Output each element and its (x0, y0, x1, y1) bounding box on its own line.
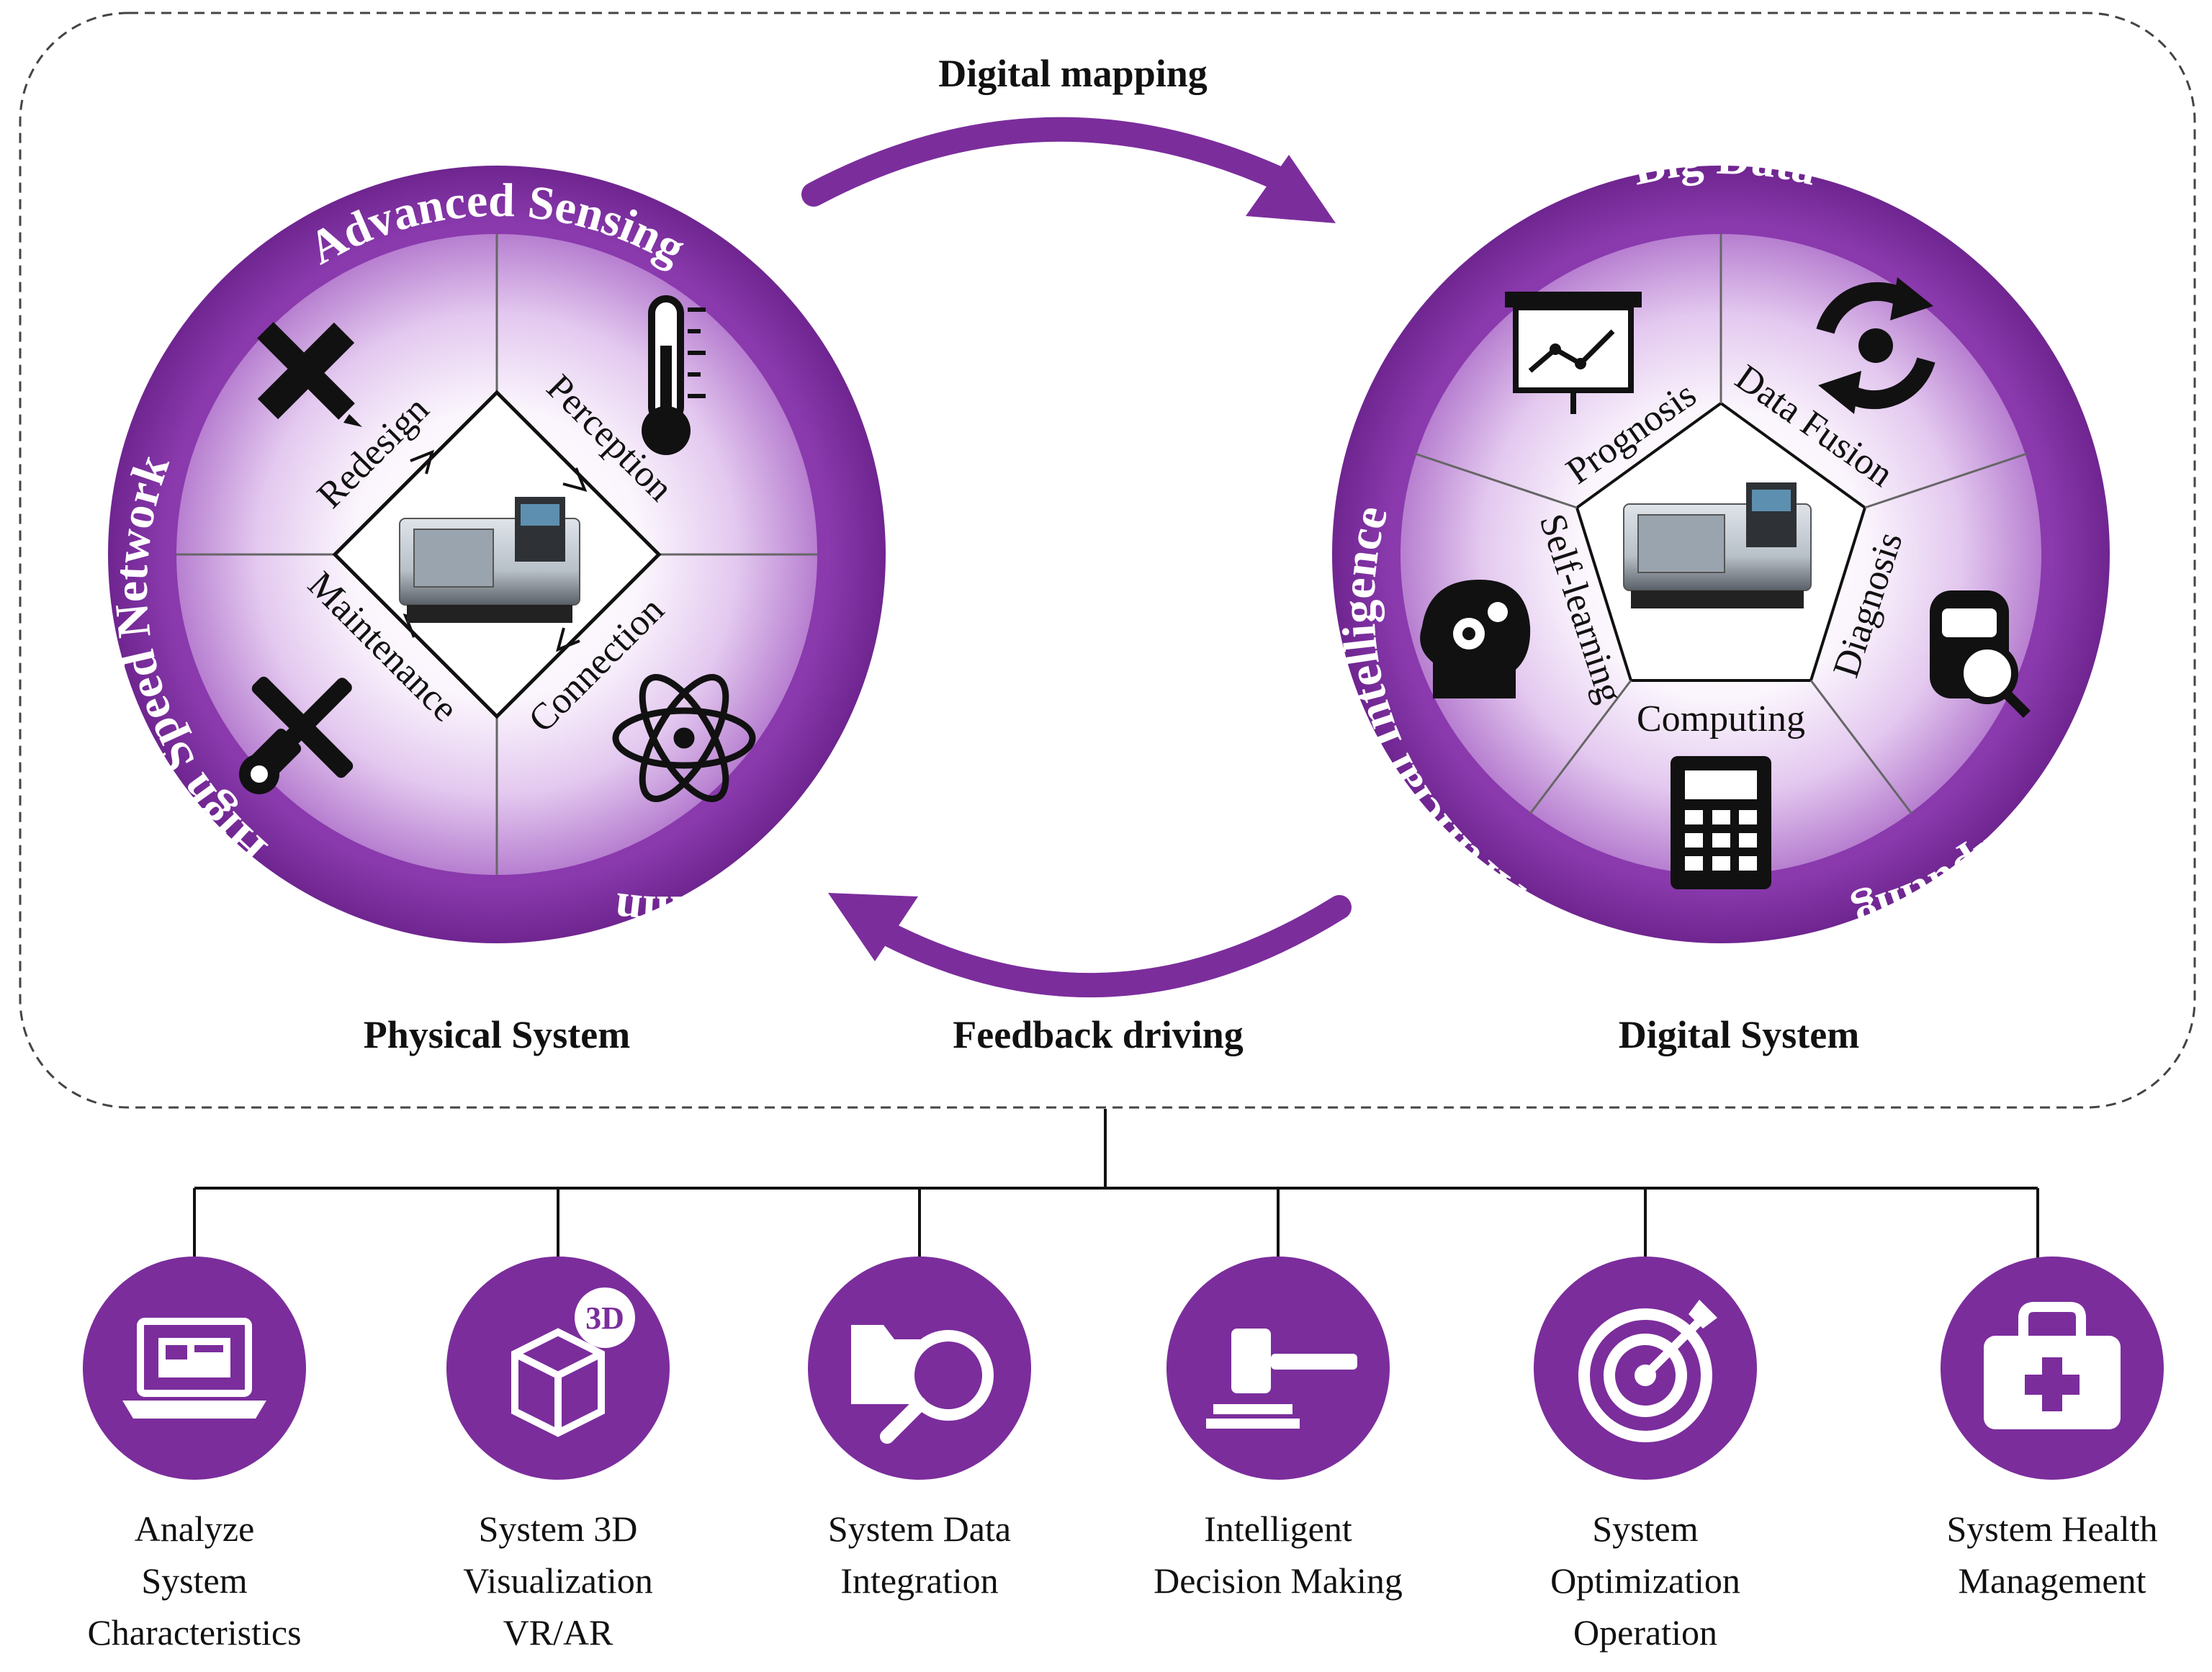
application-label-line: Management (1958, 1560, 2146, 1601)
3d-badge-text: 3D (585, 1300, 624, 1336)
wrench-screwdriver-icon (239, 676, 354, 794)
application-circle (446, 1257, 670, 1480)
feedback-driving-arrow (828, 893, 1352, 998)
application-label-line: Intelligent (1204, 1509, 1352, 1549)
digital-system-title: Digital System (1619, 1013, 1859, 1056)
application-label-line: Visualization (463, 1560, 653, 1601)
application-label-line: Decision Making (1154, 1560, 1403, 1601)
application-label-line: Optimization (1550, 1560, 1740, 1601)
application-label-line: Analyze (135, 1509, 255, 1549)
cube-3d-icon: 3D (511, 1287, 635, 1437)
application-label-line: VR/AR (503, 1612, 613, 1653)
application-label-line: System (141, 1560, 247, 1601)
feedback-driving-label: Feedback driving (953, 1013, 1244, 1056)
system-border (19, 12, 2196, 1109)
thermometer-icon (642, 295, 706, 455)
sector-label-computing: Computing (1637, 698, 1805, 740)
brain-gears-icon (1420, 580, 1531, 698)
fusion-cycle-icon (1816, 277, 1936, 414)
ruler-pencil-icon (257, 322, 362, 427)
application-label-line: System (1592, 1509, 1698, 1549)
application-label-line: Characteristics (87, 1612, 301, 1653)
digital-mapping-arrow (801, 117, 1336, 223)
physical-system-title: Physical System (364, 1013, 631, 1056)
atom-icon (612, 674, 756, 802)
application-label-line: System Health (1946, 1509, 2157, 1549)
gavel-icon (1206, 1329, 1357, 1429)
folder-search-icon (851, 1325, 994, 1444)
cnc-machine-image (399, 497, 580, 623)
calculator-icon (1671, 756, 1771, 889)
application-label-line: System 3D (479, 1509, 638, 1549)
laptop-machine-icon (122, 1318, 266, 1419)
application-tree (193, 1109, 2039, 1321)
cnc-machine-image (1623, 482, 1812, 608)
digital-mapping-label: Digital mapping (938, 52, 1208, 95)
presentation-chart-icon (1505, 292, 1642, 414)
application-label-line: Integration (840, 1560, 998, 1601)
target-arrow-icon (1578, 1300, 1717, 1442)
car-diagnosis-icon (1930, 590, 2031, 718)
application-label-line: System Data (828, 1509, 1011, 1549)
application-label-line: Operation (1573, 1612, 1717, 1653)
medical-kit-icon (1984, 1302, 2121, 1429)
